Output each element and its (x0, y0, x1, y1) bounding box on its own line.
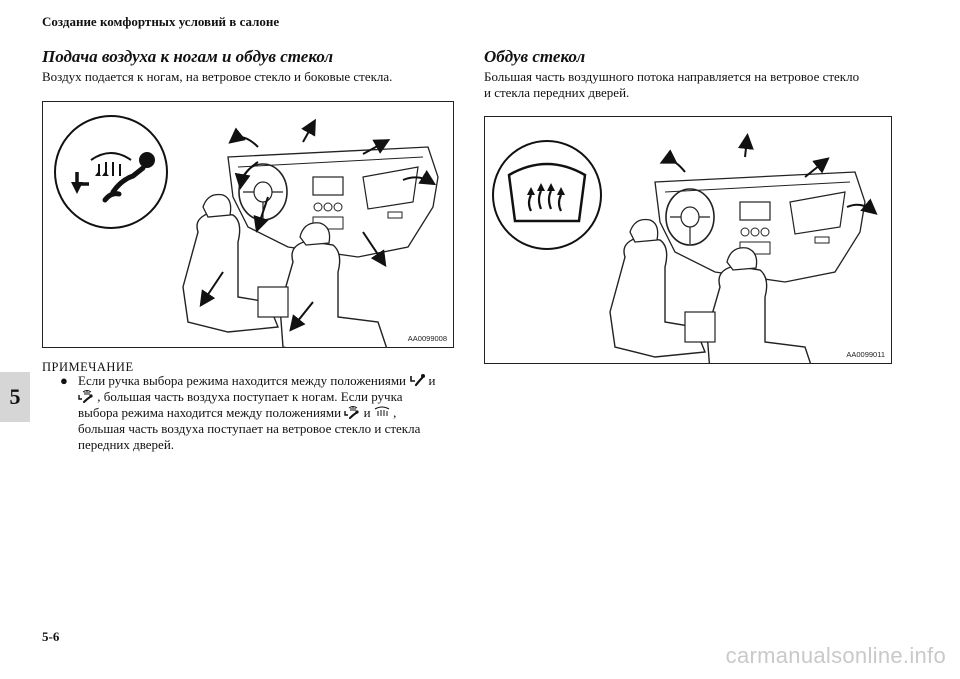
foot-and-defrost-small-icon (78, 390, 93, 403)
note-text: и (363, 405, 371, 420)
foot-and-defrost-small-icon (344, 406, 359, 419)
note-text: , большая часть воздуха поступает к нога… (97, 389, 403, 404)
foot-and-defrost-mode-icon (54, 115, 168, 229)
section-heading-foot-defrost: Подача воздуха к ногам и обдув стекол (42, 47, 334, 66)
note-bullet: ● (60, 373, 68, 388)
windshield-defrost-icon (492, 140, 602, 250)
airflow-arrows (659, 133, 878, 215)
defrost-small-icon (374, 406, 390, 416)
note-text: Если ручка выбора режима находится между… (78, 373, 407, 388)
page-number: 5-6 (42, 629, 60, 644)
chapter-tab: 5 (0, 372, 30, 422)
car-interior-drawing (609, 171, 866, 383)
figure-foot-defrost: AA0099008 (42, 101, 454, 358)
foot-mode-icon (410, 374, 426, 387)
note-text: , (393, 405, 397, 420)
section-intro-foot-defrost: Воздух подается к ногам, на ветровое сте… (42, 69, 393, 84)
note-line-4: большая часть воздуха поступает на ветро… (78, 421, 421, 436)
note-line-5: передних дверей. (78, 437, 175, 452)
note-line-2: , большая часть воздуха поступает к нога… (78, 389, 402, 405)
note-text: выбора режима находится между положениям… (78, 405, 342, 420)
figure-defrost: AA0099011 (484, 116, 892, 383)
note-line-1: Если ручка выбора режима находится между… (78, 373, 435, 389)
note-text: и (428, 373, 436, 388)
figure-code: AA0099011 (846, 350, 885, 359)
section-intro-defrost-2: и стекла передних дверей. (484, 85, 630, 100)
section-intro-defrost-1: Большая часть воздушного потока направля… (484, 69, 860, 84)
chapter-number: 5 (9, 384, 21, 409)
watermark: carmanualsonline.info (725, 643, 946, 668)
section-heading-defrost: Обдув стекол (484, 47, 586, 66)
foot-defrost-illustration (54, 115, 439, 358)
note-line-3: выбора режима находится между положениям… (78, 405, 396, 421)
airflow-arrows (199, 118, 437, 332)
note-label: ПРИМЕЧАНИЕ (42, 360, 134, 374)
figure-code: AA0099008 (407, 334, 447, 343)
page-header: Создание комфортных условий в салоне (42, 14, 280, 29)
car-interior-drawing (182, 146, 439, 358)
defrost-illustration (492, 133, 878, 383)
